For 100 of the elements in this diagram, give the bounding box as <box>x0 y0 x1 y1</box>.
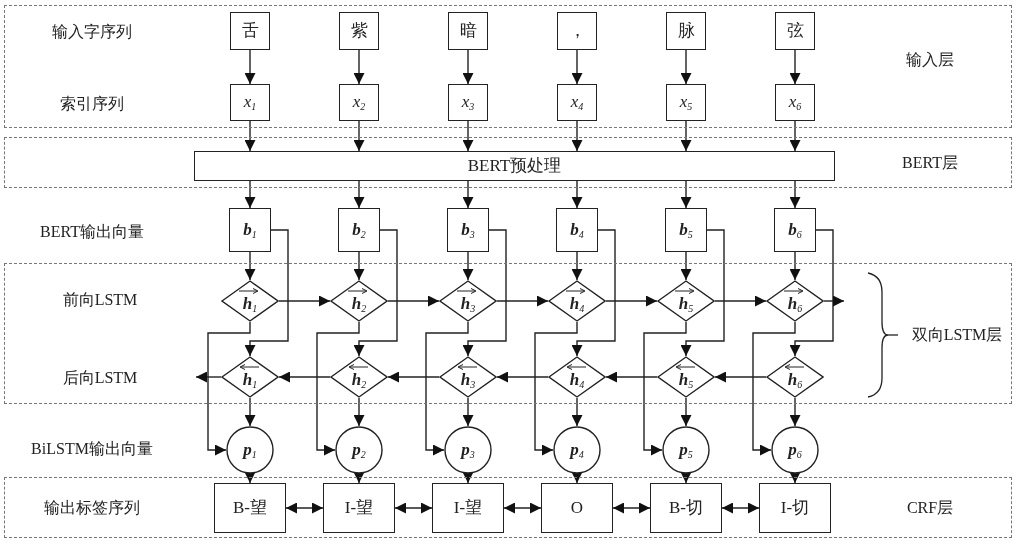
vector-label: p$_{3}$ <box>461 440 475 460</box>
arrow <box>496 295 549 307</box>
arrow <box>425 321 469 456</box>
arrow <box>244 472 256 484</box>
arrow <box>789 120 801 152</box>
vector-label: b$_{6}$ <box>788 220 802 240</box>
arrow <box>643 321 687 456</box>
arrow <box>387 295 440 307</box>
arrow <box>207 321 251 456</box>
char-box <box>448 12 488 50</box>
layer-label: CRF层 <box>905 499 955 517</box>
vector-label: p$_{6}$ <box>788 440 802 460</box>
arrow <box>462 180 474 209</box>
cell-label: h$_{2}$ <box>351 370 367 390</box>
char-box <box>339 12 379 50</box>
tag-label: B-望 <box>233 498 267 518</box>
cell-label: h$_{1}$ <box>242 294 258 314</box>
layer-label: 输出标签序列 <box>43 499 141 517</box>
lstm-diamond <box>548 280 606 322</box>
arrow <box>752 321 796 456</box>
char-box <box>775 12 815 50</box>
vector-label: b$_{5}$ <box>679 220 693 240</box>
vector-box <box>447 208 489 252</box>
arrow <box>462 251 474 281</box>
index-label: x$_{3}$ <box>461 93 475 112</box>
double-arrow <box>612 502 651 514</box>
arrow <box>823 295 845 307</box>
index-box <box>666 84 706 121</box>
arrow <box>244 251 256 281</box>
arrow <box>462 229 507 357</box>
index-box <box>448 84 488 121</box>
arrow <box>714 371 767 383</box>
layer-label: 输入字序列 <box>51 23 133 41</box>
index-label: x$_{2}$ <box>352 93 366 112</box>
lstm-diamond <box>657 356 715 398</box>
arrow <box>316 321 360 456</box>
index-box <box>557 84 597 121</box>
vector-label: p$_{2}$ <box>352 440 366 460</box>
arrow <box>680 49 692 85</box>
double-arrow <box>394 502 433 514</box>
index-label: x$_{6}$ <box>788 93 802 112</box>
arrow <box>278 371 331 383</box>
char-label: 紫 <box>350 21 368 41</box>
output-circle <box>771 426 819 474</box>
arrow <box>462 120 474 152</box>
arrow <box>605 295 658 307</box>
arrow <box>353 472 365 484</box>
vector-box <box>556 208 598 252</box>
layer-label: 后向LSTM <box>61 369 139 387</box>
arrow <box>789 472 801 484</box>
arrow <box>571 49 583 85</box>
index-box <box>230 84 270 121</box>
arrow <box>680 251 692 281</box>
lstm-diamond <box>330 356 388 398</box>
dashed-layer-band <box>4 477 1012 538</box>
arrow <box>353 180 365 209</box>
char-label: 脉 <box>677 21 695 41</box>
arrow <box>534 321 578 456</box>
process-label: BERT预处理 <box>467 156 562 176</box>
double-arrow <box>503 502 542 514</box>
lstm-diamond <box>221 356 279 398</box>
index-label: x$_{4}$ <box>570 93 584 112</box>
layer-label: 索引序列 <box>59 95 125 113</box>
cell-label: h$_{6}$ <box>787 294 803 314</box>
lstm-diamond <box>439 280 497 322</box>
arrow <box>789 49 801 85</box>
tag-label: I-望 <box>453 498 483 518</box>
arrow <box>789 251 801 281</box>
char-label: ， <box>568 21 586 41</box>
tag-box <box>759 483 831 533</box>
arrow <box>387 371 440 383</box>
cell-label: h$_{2}$ <box>351 294 367 314</box>
arrow <box>462 472 474 484</box>
arrow <box>244 180 256 209</box>
process-box <box>194 151 835 181</box>
vector-box <box>338 208 380 252</box>
arrow <box>353 49 365 85</box>
index-label: x$_{5}$ <box>679 93 693 112</box>
vector-box <box>774 208 816 252</box>
row-label: BiLSTM输出向量 <box>30 438 154 459</box>
arrow <box>244 229 289 357</box>
double-arrow <box>285 502 324 514</box>
arrow <box>571 180 583 209</box>
arrow <box>680 229 725 357</box>
arrow <box>353 251 365 281</box>
lstm-diamond <box>439 356 497 398</box>
vector-label: p$_{5}$ <box>679 440 693 460</box>
row-label: BERT输出向量 <box>39 221 145 242</box>
arrow <box>571 120 583 152</box>
output-circle <box>335 426 383 474</box>
arrow <box>353 397 365 427</box>
layer-label: 输入层 <box>905 51 955 69</box>
lstm-diamond <box>330 280 388 322</box>
arrow <box>680 397 692 427</box>
tag-label: O <box>570 498 584 518</box>
arrow <box>714 295 767 307</box>
arrow <box>571 229 616 357</box>
cell-label: h$_{3}$ <box>460 294 476 314</box>
arrow <box>278 295 331 307</box>
arrow <box>462 49 474 85</box>
